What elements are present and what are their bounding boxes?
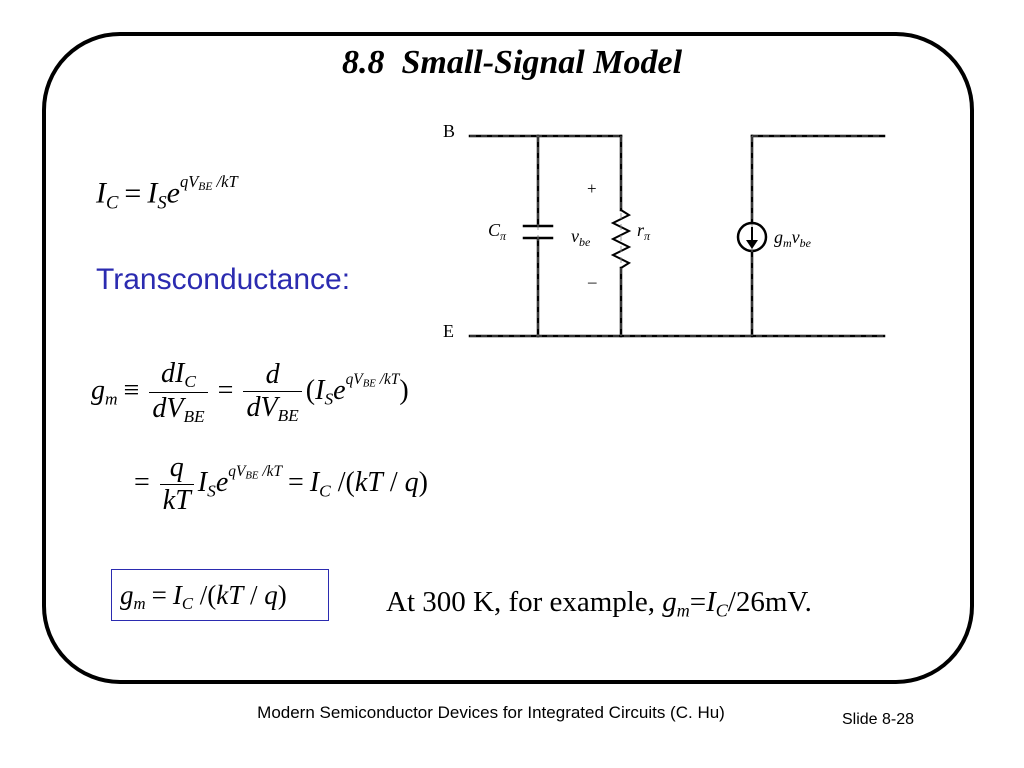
example-suffix: 26mV. bbox=[735, 586, 812, 618]
vbe-minus-label: – bbox=[587, 272, 597, 291]
resistor-r-pi bbox=[610, 208, 632, 270]
vbe-plus-label: + bbox=[587, 179, 597, 198]
gm-vbe-label: gmvbe bbox=[774, 227, 812, 250]
r-pi-label: rπ bbox=[637, 220, 651, 243]
v-be-label: vbe bbox=[571, 226, 591, 249]
slide-title: 8.8 Small-Signal Model bbox=[341, 44, 683, 81]
slide-frame bbox=[42, 32, 974, 684]
transconductance-result-box: gm=IC /(kT / q) bbox=[111, 569, 329, 621]
transconductance-label: Transconductance: bbox=[96, 263, 351, 296]
slide-number: Slide 8-28 bbox=[842, 711, 915, 728]
small-signal-circuit-diagram: B C E E + – Cπ vbe rπ gmvbe bbox=[443, 121, 886, 341]
current-arrow-icon bbox=[746, 240, 758, 249]
collector-current-equation: IC=ISeqVBE /kT bbox=[96, 172, 238, 214]
footer-text: Modern Semiconductor Devices for Integra… bbox=[257, 703, 725, 722]
c-pi-label: Cπ bbox=[488, 220, 507, 243]
node-b-label: B bbox=[443, 121, 455, 141]
example-prefix: At 300 K, for example, bbox=[386, 586, 663, 618]
example-text: At 300 K, for example, gm=IC/26mV. bbox=[386, 586, 812, 621]
node-e-left-label: E bbox=[443, 321, 454, 341]
